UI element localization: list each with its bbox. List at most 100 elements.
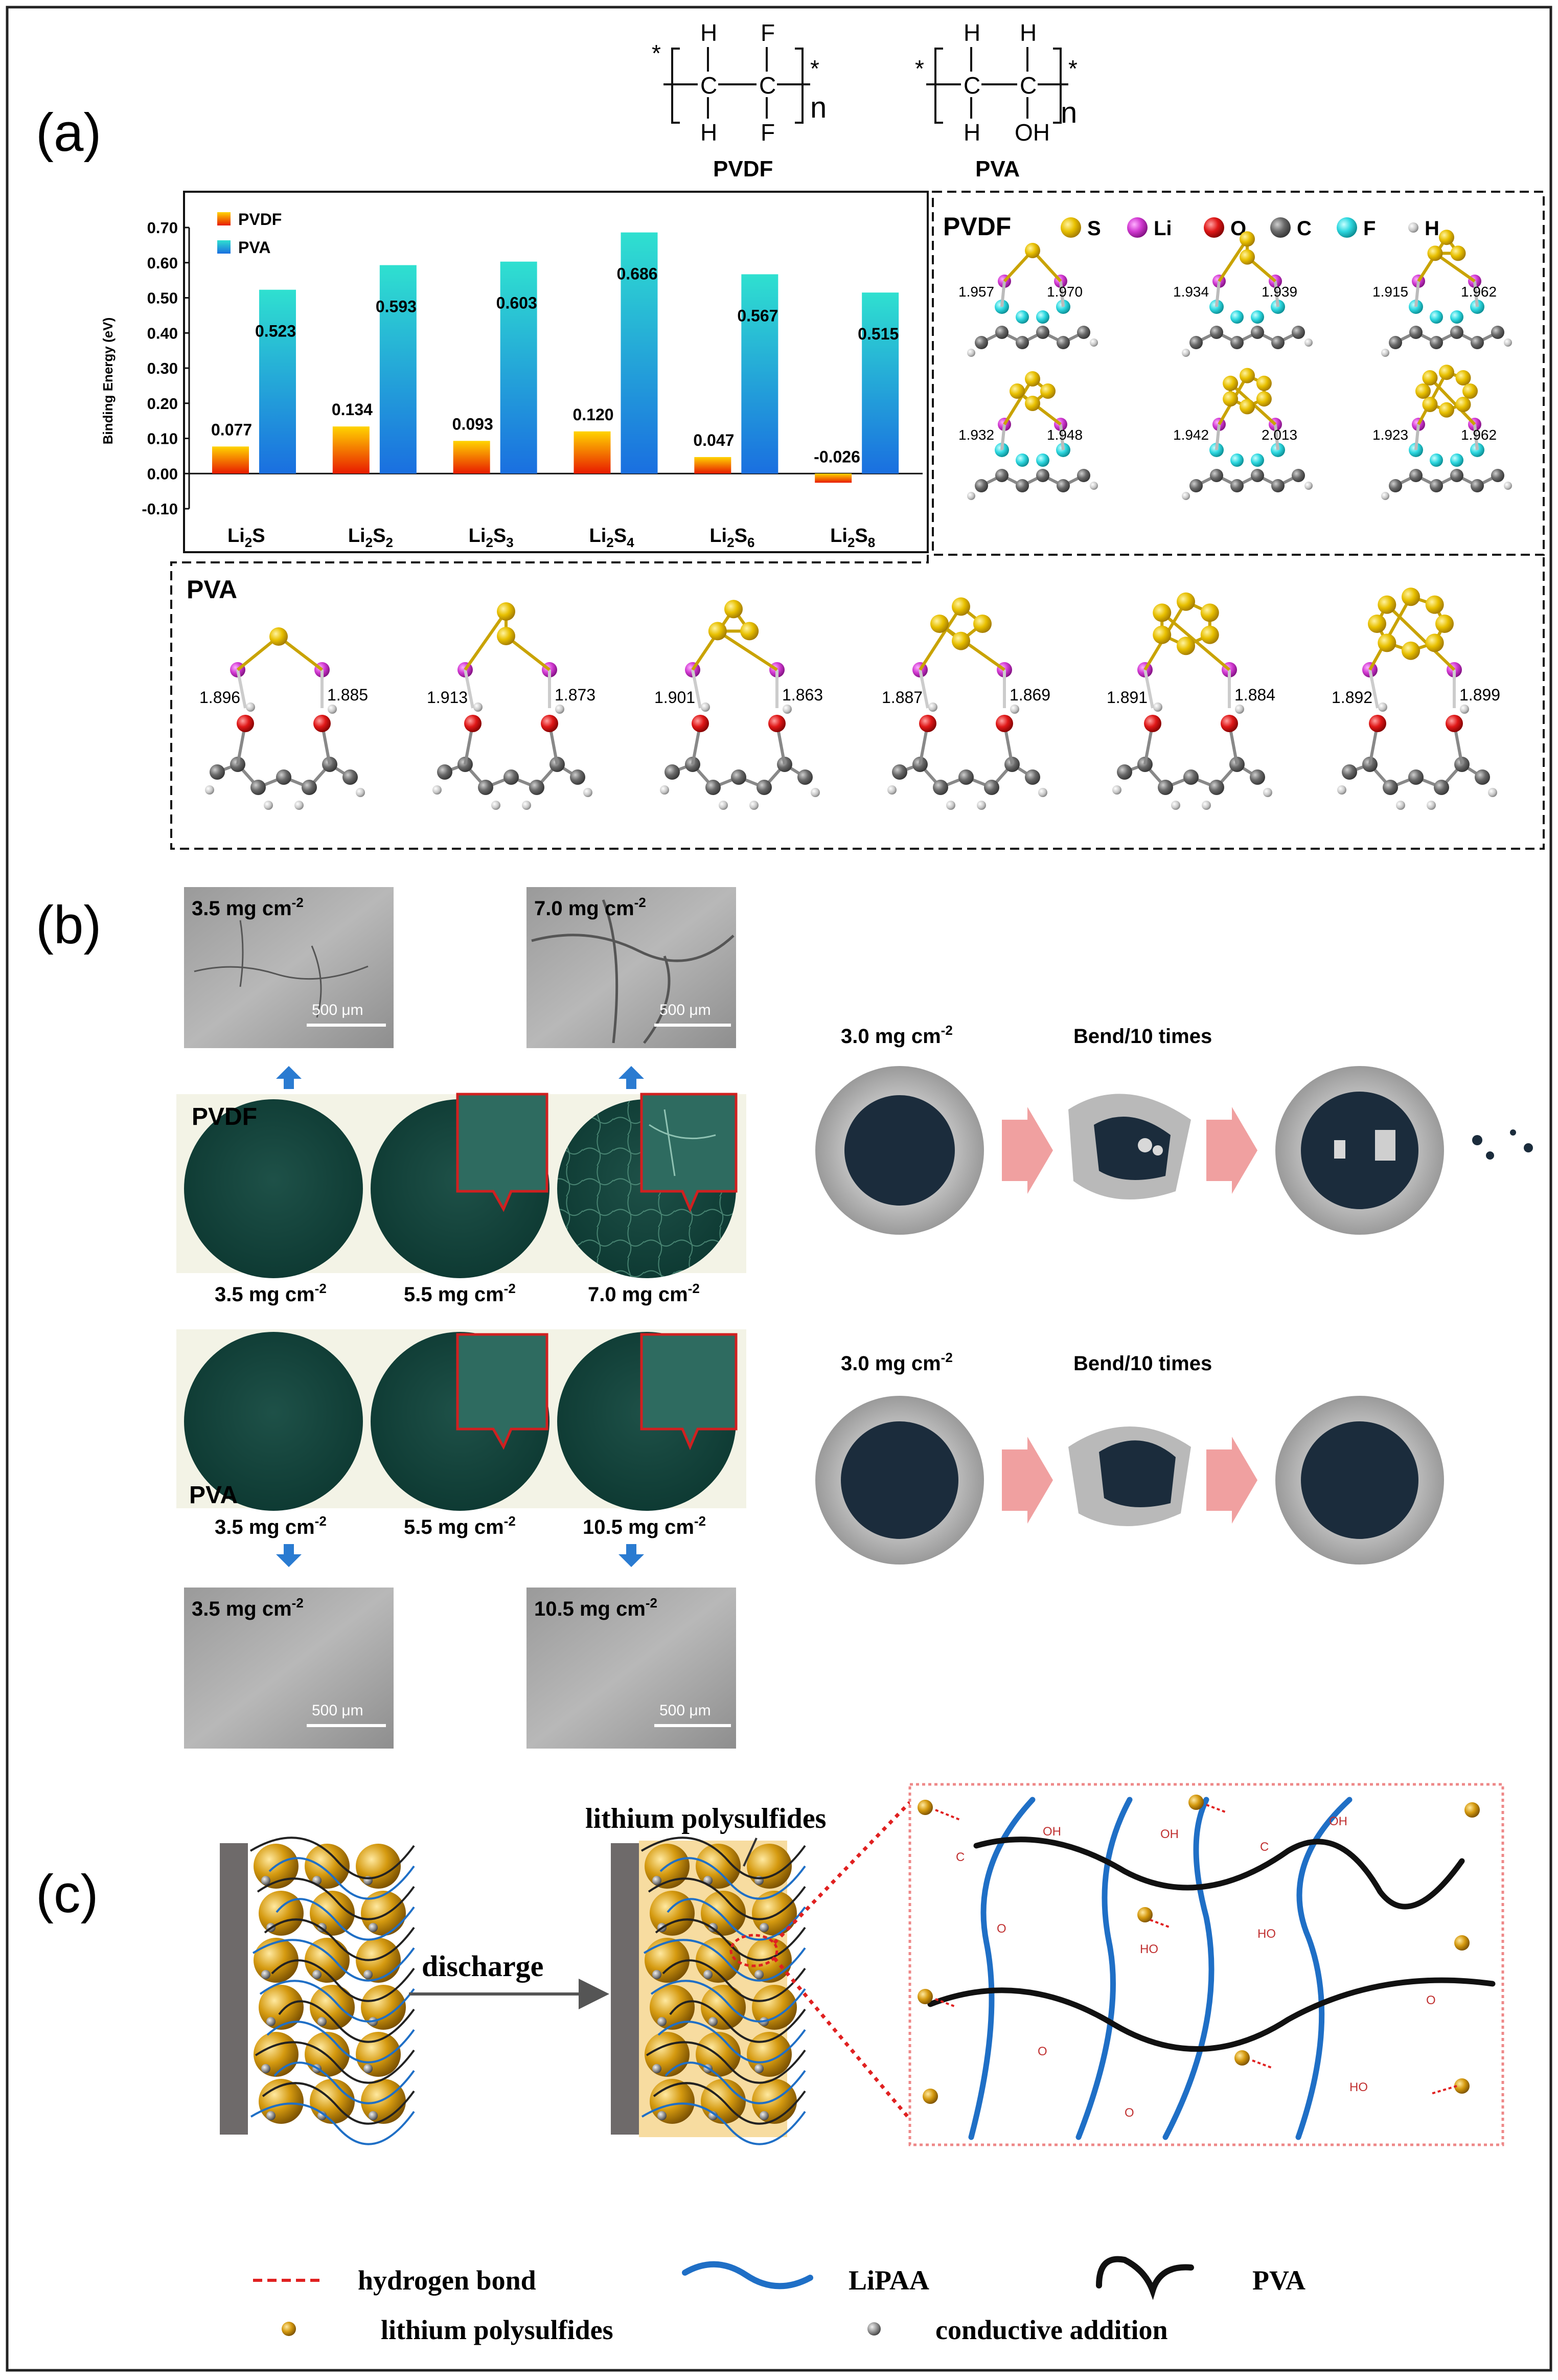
atom-c-icon: [1270, 217, 1291, 238]
atom: [1450, 245, 1466, 261]
atom: [1251, 454, 1264, 467]
pva-h-bottom: H: [964, 119, 980, 146]
bar-pvdf: [694, 457, 731, 474]
functional-group-label: OH: [1043, 1825, 1061, 1839]
chart-ylabel: Binding Energy (eV): [100, 318, 116, 444]
atom: [464, 715, 482, 732]
atom: [933, 780, 948, 795]
conductive-particle: [369, 1923, 378, 1932]
pva-chain: [655, 1918, 806, 1961]
binding-energy-chart: Binding Energy (eV) 0.700.600.500.400.30…: [100, 191, 929, 553]
atom: [1112, 785, 1121, 795]
hydrogen-bond: [935, 1998, 956, 2008]
atom: [1251, 310, 1264, 324]
bond: [1274, 424, 1279, 450]
arrow-up-icon: [618, 1066, 644, 1089]
data-label: 0.515: [858, 325, 899, 343]
atom: [1378, 702, 1387, 712]
atom: [1025, 396, 1040, 411]
atom: [995, 469, 1009, 482]
conductive-particle: [703, 1970, 713, 1979]
atom: [1402, 641, 1420, 660]
atom: [1256, 391, 1272, 407]
atom: [975, 479, 988, 492]
atom: [1016, 454, 1029, 467]
atom: [1182, 492, 1190, 500]
atom: [1256, 375, 1272, 391]
pvdf-c1: C: [700, 72, 717, 99]
atom: [1090, 482, 1098, 490]
bond-length: 1.915: [1372, 284, 1408, 300]
sem-bottom-left: 3.5 mg cm-2 500 μm: [184, 1588, 394, 1749]
panel-label-c: (c): [36, 1864, 98, 1924]
y-tick-label: 0.10: [147, 430, 178, 448]
atom: [1292, 326, 1305, 339]
atom: [996, 715, 1013, 732]
bend-row-pva: 3.0 mg cm-2 Bend/10 times: [815, 1350, 1444, 1565]
bar-pvdf: [212, 446, 249, 474]
bar-pva: [862, 292, 899, 474]
atom: [1402, 587, 1420, 606]
atom: [967, 492, 975, 500]
atom: [975, 336, 988, 349]
bend-label: Bend/10 times: [1073, 1025, 1212, 1048]
arrow-down-icon: [276, 1544, 302, 1567]
atom: [1077, 326, 1090, 339]
atom: [264, 801, 273, 810]
atom: [1408, 769, 1424, 785]
atom: [250, 780, 266, 795]
atom: [1182, 349, 1190, 357]
conductive-particle: [363, 1970, 373, 1979]
atom: [1369, 715, 1386, 732]
atom: [1422, 370, 1438, 386]
atom: [1057, 479, 1070, 492]
bond: [1368, 669, 1379, 709]
atom: [1409, 469, 1423, 482]
atom: [1455, 397, 1471, 413]
conductive-swatch: [867, 2322, 881, 2336]
atom: [1491, 326, 1504, 339]
functional-group-label: O: [997, 1922, 1006, 1936]
atom: [1223, 375, 1239, 391]
sem-bottom-right-label: 10.5 mg cm-2: [534, 1595, 657, 1620]
bond-length: 1.923: [1372, 427, 1408, 443]
pva-loading: 10.5 mg cm-2: [583, 1513, 706, 1538]
atom: [1251, 469, 1264, 482]
zoom-callout: [456, 1333, 548, 1450]
atom: [1368, 615, 1386, 633]
atom: [958, 769, 974, 785]
bar-pvdf: [574, 431, 611, 474]
bond-length: 1.885: [327, 686, 368, 704]
lipaa-chain: [665, 2061, 806, 2104]
atom: [555, 705, 564, 714]
atom: [1460, 705, 1469, 714]
arrow-right-icon: [1002, 1107, 1053, 1194]
atom: [205, 785, 214, 795]
pva-chain: [653, 2082, 806, 2125]
pva-loading: 3.5 mg cm-2: [215, 1513, 327, 1538]
atom: [1471, 479, 1484, 492]
pva-chain: [662, 1959, 806, 2002]
bond-length: 1.932: [958, 427, 994, 443]
atom: [1036, 469, 1049, 482]
current-collector: [611, 1843, 639, 2135]
atom: [1153, 702, 1162, 712]
atom: [1025, 371, 1040, 387]
bond: [1215, 281, 1221, 307]
atom: [1200, 625, 1219, 644]
lipaa-chain: [1162, 1797, 1215, 2140]
atom: [1016, 479, 1029, 492]
conductive-particle: [317, 2111, 327, 2120]
atom: [1210, 469, 1223, 482]
pva-loadings: 3.5 mg cm-2 5.5 mg cm-2 10.5 mg cm-2: [215, 1513, 706, 1538]
atom: [1378, 633, 1396, 652]
functional-group-label: OH: [1329, 1815, 1347, 1828]
y-tick-label: 0.30: [147, 359, 178, 377]
pva-chain: [640, 1837, 806, 1879]
pva-n: n: [1061, 96, 1077, 129]
atom: [1462, 383, 1478, 399]
atom-h-icon: [1408, 222, 1418, 233]
bond-length: 1.891: [1107, 688, 1148, 707]
